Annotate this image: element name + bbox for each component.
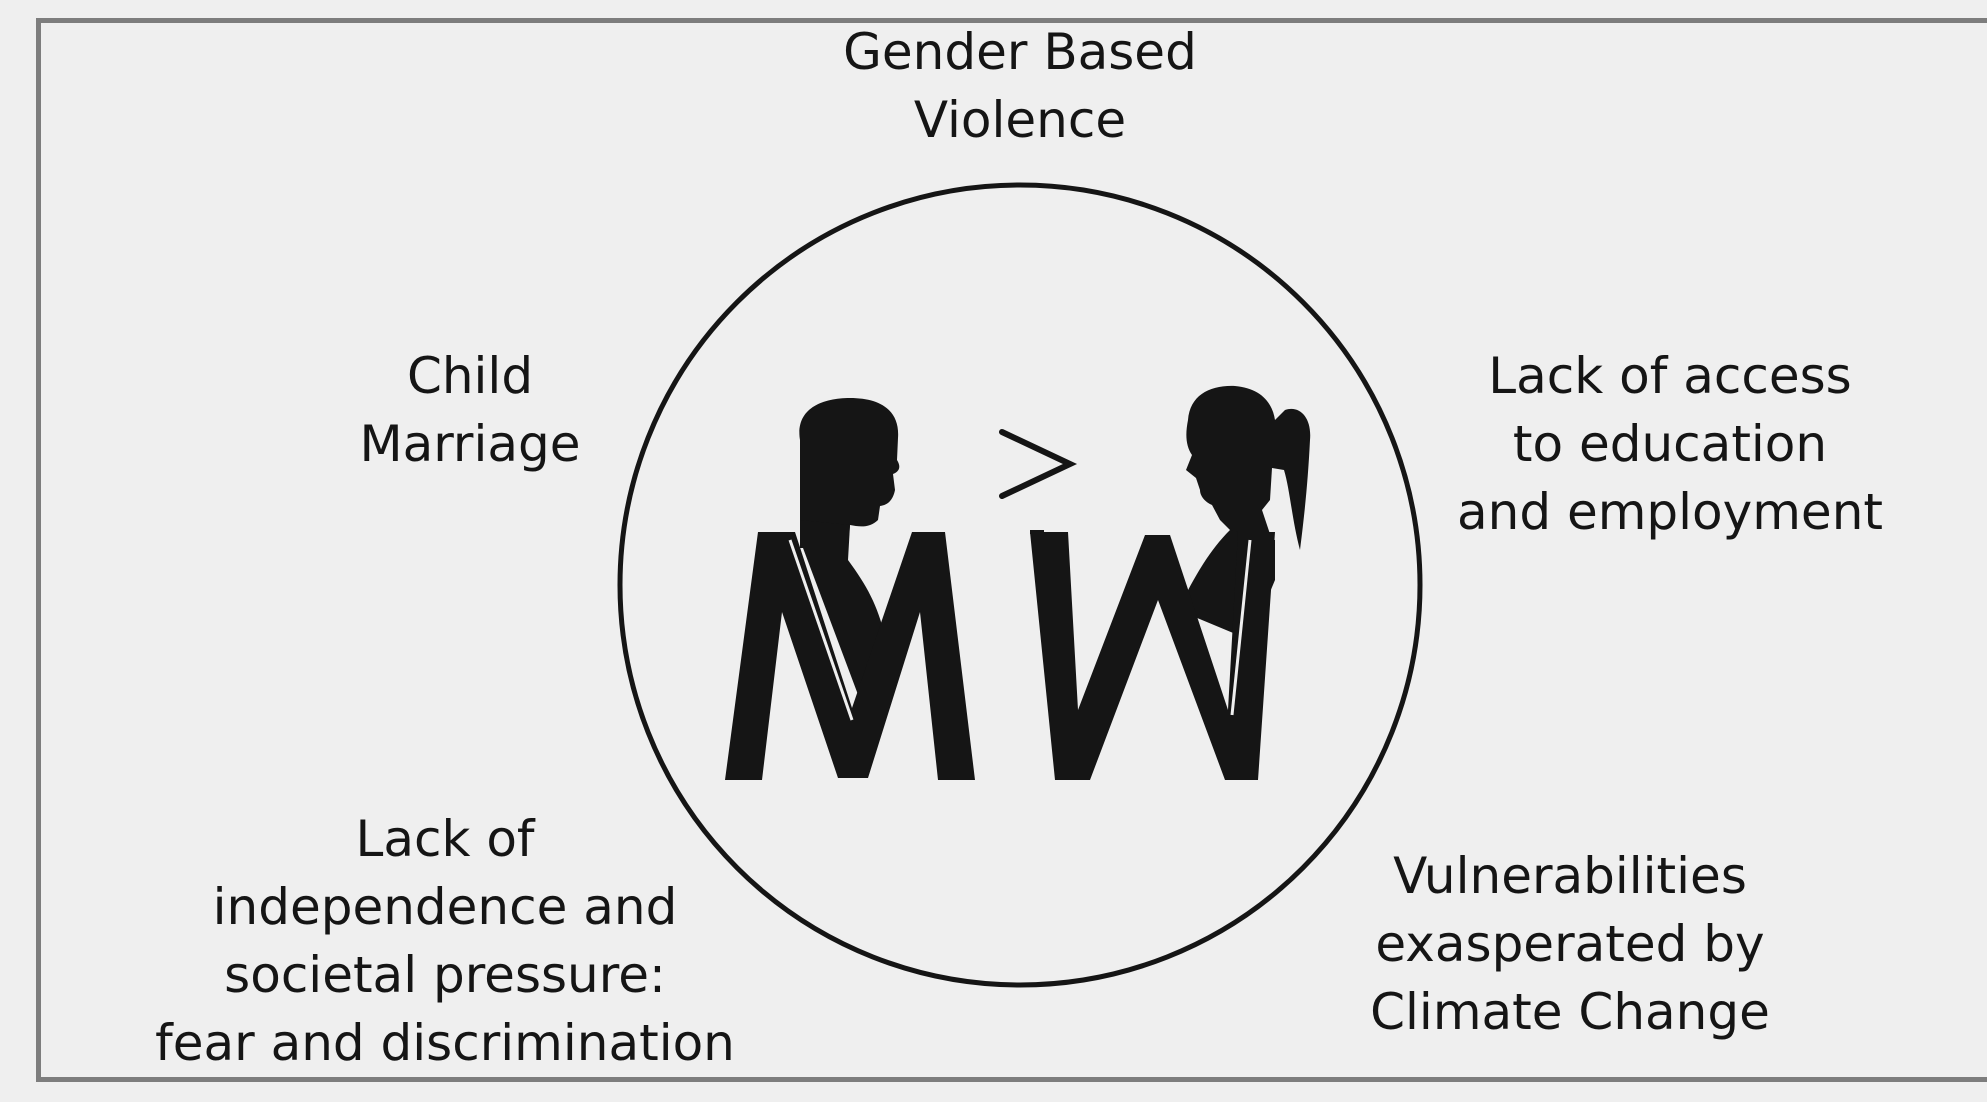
center-letters-text: MW <box>1020 999 1022 1001</box>
letter-m-shape <box>725 532 975 780</box>
factor-child-marriage: Child Marriage <box>359 347 581 473</box>
central-circle <box>617 182 1423 988</box>
letter-w-shape <box>1030 532 1275 780</box>
letter-w-inline <box>1230 539 1252 716</box>
man-silhouette-icon <box>799 398 900 700</box>
factor-education-employment: Lack of access to education and employme… <box>1456 347 1883 541</box>
factor-climate-change: Vulnerabilities exasperated by Climate C… <box>1370 847 1770 1041</box>
greater-than-label: > <box>0 0 1 1</box>
factor-gender-based-violence: Gender Based Violence <box>843 23 1197 149</box>
factor-independence-societal-pressure: Lack of independence and societal pressu… <box>155 810 735 1072</box>
greater-than-symbol <box>999 429 1078 499</box>
letter-m-inline <box>788 539 854 721</box>
diagram-frame <box>36 18 1987 1082</box>
